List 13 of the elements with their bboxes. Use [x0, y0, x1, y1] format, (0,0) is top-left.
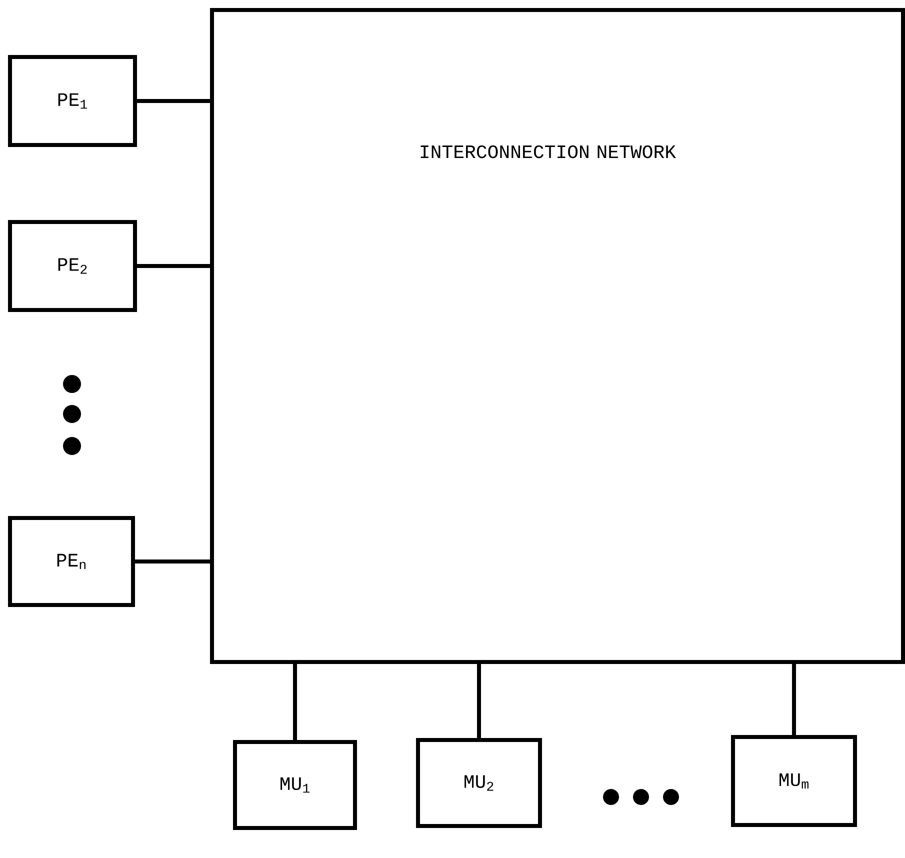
connector-line [137, 264, 210, 268]
connector-line [137, 98, 210, 103]
connector-line [293, 664, 297, 740]
unit-box: PE$_{n}$ [8, 516, 135, 607]
unit-box: MU$_{1}$ [233, 740, 357, 830]
connector-line [792, 664, 796, 735]
unit-box: MU$_{2}$ [416, 738, 542, 828]
connector-line [477, 664, 481, 738]
connector-line [135, 559, 210, 564]
unit-box: MU$_{m}$ [731, 734, 857, 827]
unit-box: PE$_{2}$ [8, 220, 137, 312]
unit-box: PE$_{1}$ [8, 54, 137, 147]
network-box: INTERCONNECTION NETWORK [210, 8, 905, 664]
